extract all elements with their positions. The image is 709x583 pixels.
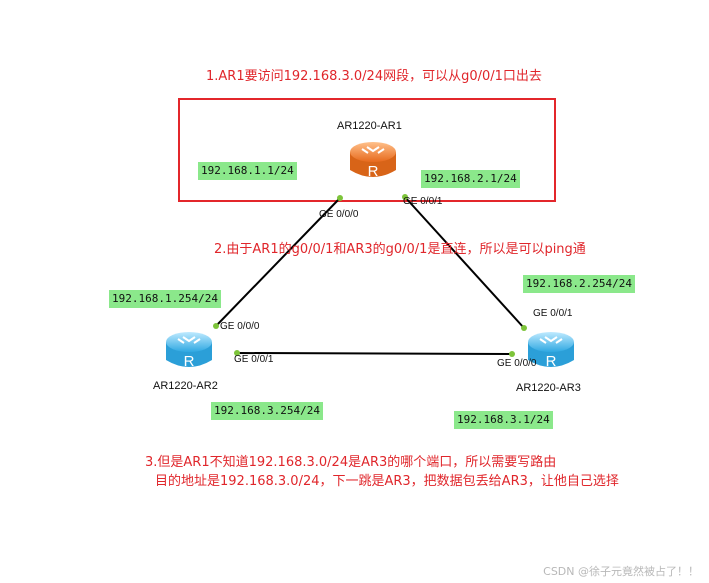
port-label-ar3-g001: GE 0/0/1 bbox=[533, 308, 573, 319]
port-label-ar1-g001: GE 0/0/1 bbox=[403, 196, 443, 207]
ip-label-ar3-bottom: 192.168.3.1/24 bbox=[454, 411, 553, 429]
note-3-line2: 目的地址是192.168.3.0/24，下一跳是AR3，把数据包丢给AR3，让他… bbox=[155, 474, 619, 489]
port-dot-ar3-g000 bbox=[509, 351, 515, 357]
port-dot-ar3-g001 bbox=[521, 325, 527, 331]
ip-label-ar2-bottom: 192.168.3.254/24 bbox=[211, 402, 323, 420]
ip-label-ar1-right: 192.168.2.1/24 bbox=[421, 170, 520, 188]
link-ar1-ar3 bbox=[403, 195, 525, 329]
router-ar3-name: AR1220-AR3 bbox=[516, 382, 581, 394]
note-3-line1: 3.但是AR1不知道192.168.3.0/24是AR3的哪个端口，所以需要写路… bbox=[145, 455, 557, 470]
ip-label-ar2-top: 192.168.1.254/24 bbox=[109, 290, 221, 308]
note-2: 2.由于AR1的g0/0/1和AR3的g0/0/1是直连，所以是可以ping通 bbox=[214, 242, 586, 257]
link-ar2-ar3 bbox=[236, 352, 513, 355]
watermark: CSDN @徐子元竟然被占了！！ bbox=[543, 565, 699, 578]
port-label-ar2-g000: GE 0/0/0 bbox=[220, 321, 260, 332]
router-ar2-icon[interactable]: R bbox=[164, 330, 214, 374]
router-ar1-glyph: R bbox=[368, 163, 379, 180]
port-dot-ar2-g000 bbox=[213, 323, 219, 329]
ip-label-ar3-top: 192.168.2.254/24 bbox=[523, 275, 635, 293]
note-1: 1.AR1要访问192.168.3.0/24网段，可以从g0/0/1口出去 bbox=[206, 69, 542, 84]
port-label-ar2-g001: GE 0/0/1 bbox=[234, 354, 274, 365]
ip-label-ar1-left: 192.168.1.1/24 bbox=[198, 162, 297, 180]
router-ar3-glyph: R bbox=[546, 353, 557, 370]
router-ar2-glyph: R bbox=[184, 353, 195, 370]
link-ar1-ar2 bbox=[215, 197, 341, 327]
port-dot-ar1-g000 bbox=[337, 195, 343, 201]
port-dot-ar1-g001 bbox=[402, 194, 408, 200]
router-ar3-icon[interactable]: R bbox=[526, 330, 576, 374]
router-ar1-icon[interactable]: R bbox=[348, 140, 398, 184]
router-ar2-name: AR1220-AR2 bbox=[153, 380, 218, 392]
router-ar1-name: AR1220-AR1 bbox=[337, 120, 402, 132]
port-dot-ar2-g001 bbox=[234, 350, 240, 356]
highlight-box bbox=[178, 98, 556, 202]
port-label-ar1-g000: GE 0/0/0 bbox=[319, 209, 359, 220]
port-label-ar3-g000: GE 0/0/0 bbox=[497, 358, 537, 369]
